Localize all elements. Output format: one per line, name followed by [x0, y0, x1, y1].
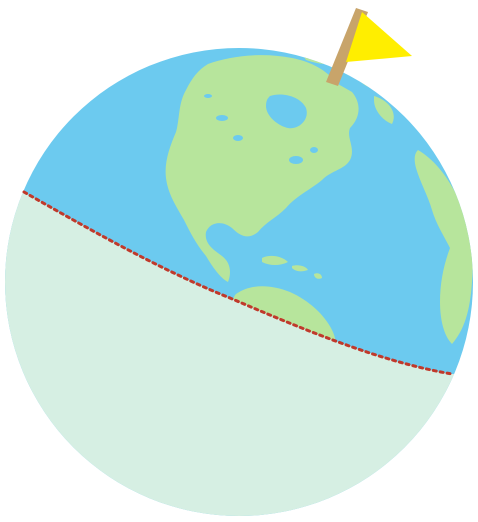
- shaded-hemisphere: [5, 192, 473, 516]
- north-america-landmass: [165, 55, 359, 282]
- terminator-line: [22, 190, 454, 376]
- flag-banner: [346, 12, 412, 62]
- north-america-lakes: [204, 94, 318, 164]
- hudson-bay-water: [266, 94, 307, 129]
- flag-icon: [326, 8, 412, 86]
- caribbean-islands: [262, 255, 322, 279]
